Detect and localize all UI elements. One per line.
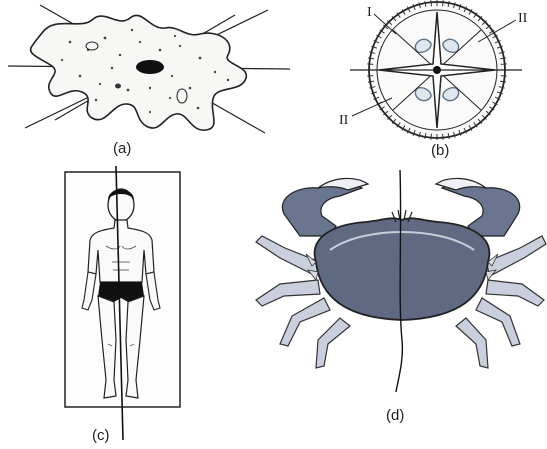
panel-a-caption: (a) <box>113 140 131 157</box>
panel-d-crab: (d) <box>256 170 546 424</box>
crab-leg <box>316 318 350 368</box>
jellyfish-fringe-tick <box>367 64 373 65</box>
crab-leg <box>256 280 320 306</box>
jellyfish-fringe-tick <box>431 0 432 6</box>
jellyfish-plane-label: I <box>367 5 372 20</box>
panel-b-jellyfish: I II II (b) <box>339 0 528 159</box>
crab-leg <box>486 280 544 306</box>
amoeba-nucleus <box>136 60 164 74</box>
jellyfish-fringe-tick <box>431 134 432 140</box>
panel-b-caption: (b) <box>431 142 449 159</box>
jellyfish-fringe-tick <box>443 0 444 6</box>
panel-c-human: (c) <box>65 166 180 444</box>
crab-carapace <box>315 218 490 320</box>
panel-c-caption: (c) <box>92 427 110 444</box>
crab-leg <box>456 318 488 368</box>
jellyfish-fringe-tick <box>367 76 373 77</box>
panel-d-caption: (d) <box>386 407 404 424</box>
crab-leg <box>256 236 320 276</box>
jellyfish-plane-label: II <box>518 11 528 26</box>
amoeba-body <box>31 15 247 130</box>
panel-a-amoeba: (a) <box>8 5 290 157</box>
jellyfish-plane-label: II <box>339 113 349 128</box>
jellyfish-fringe-tick <box>501 64 507 65</box>
jellyfish-fringe-tick <box>443 134 444 140</box>
jellyfish-fringe-tick <box>501 76 507 77</box>
